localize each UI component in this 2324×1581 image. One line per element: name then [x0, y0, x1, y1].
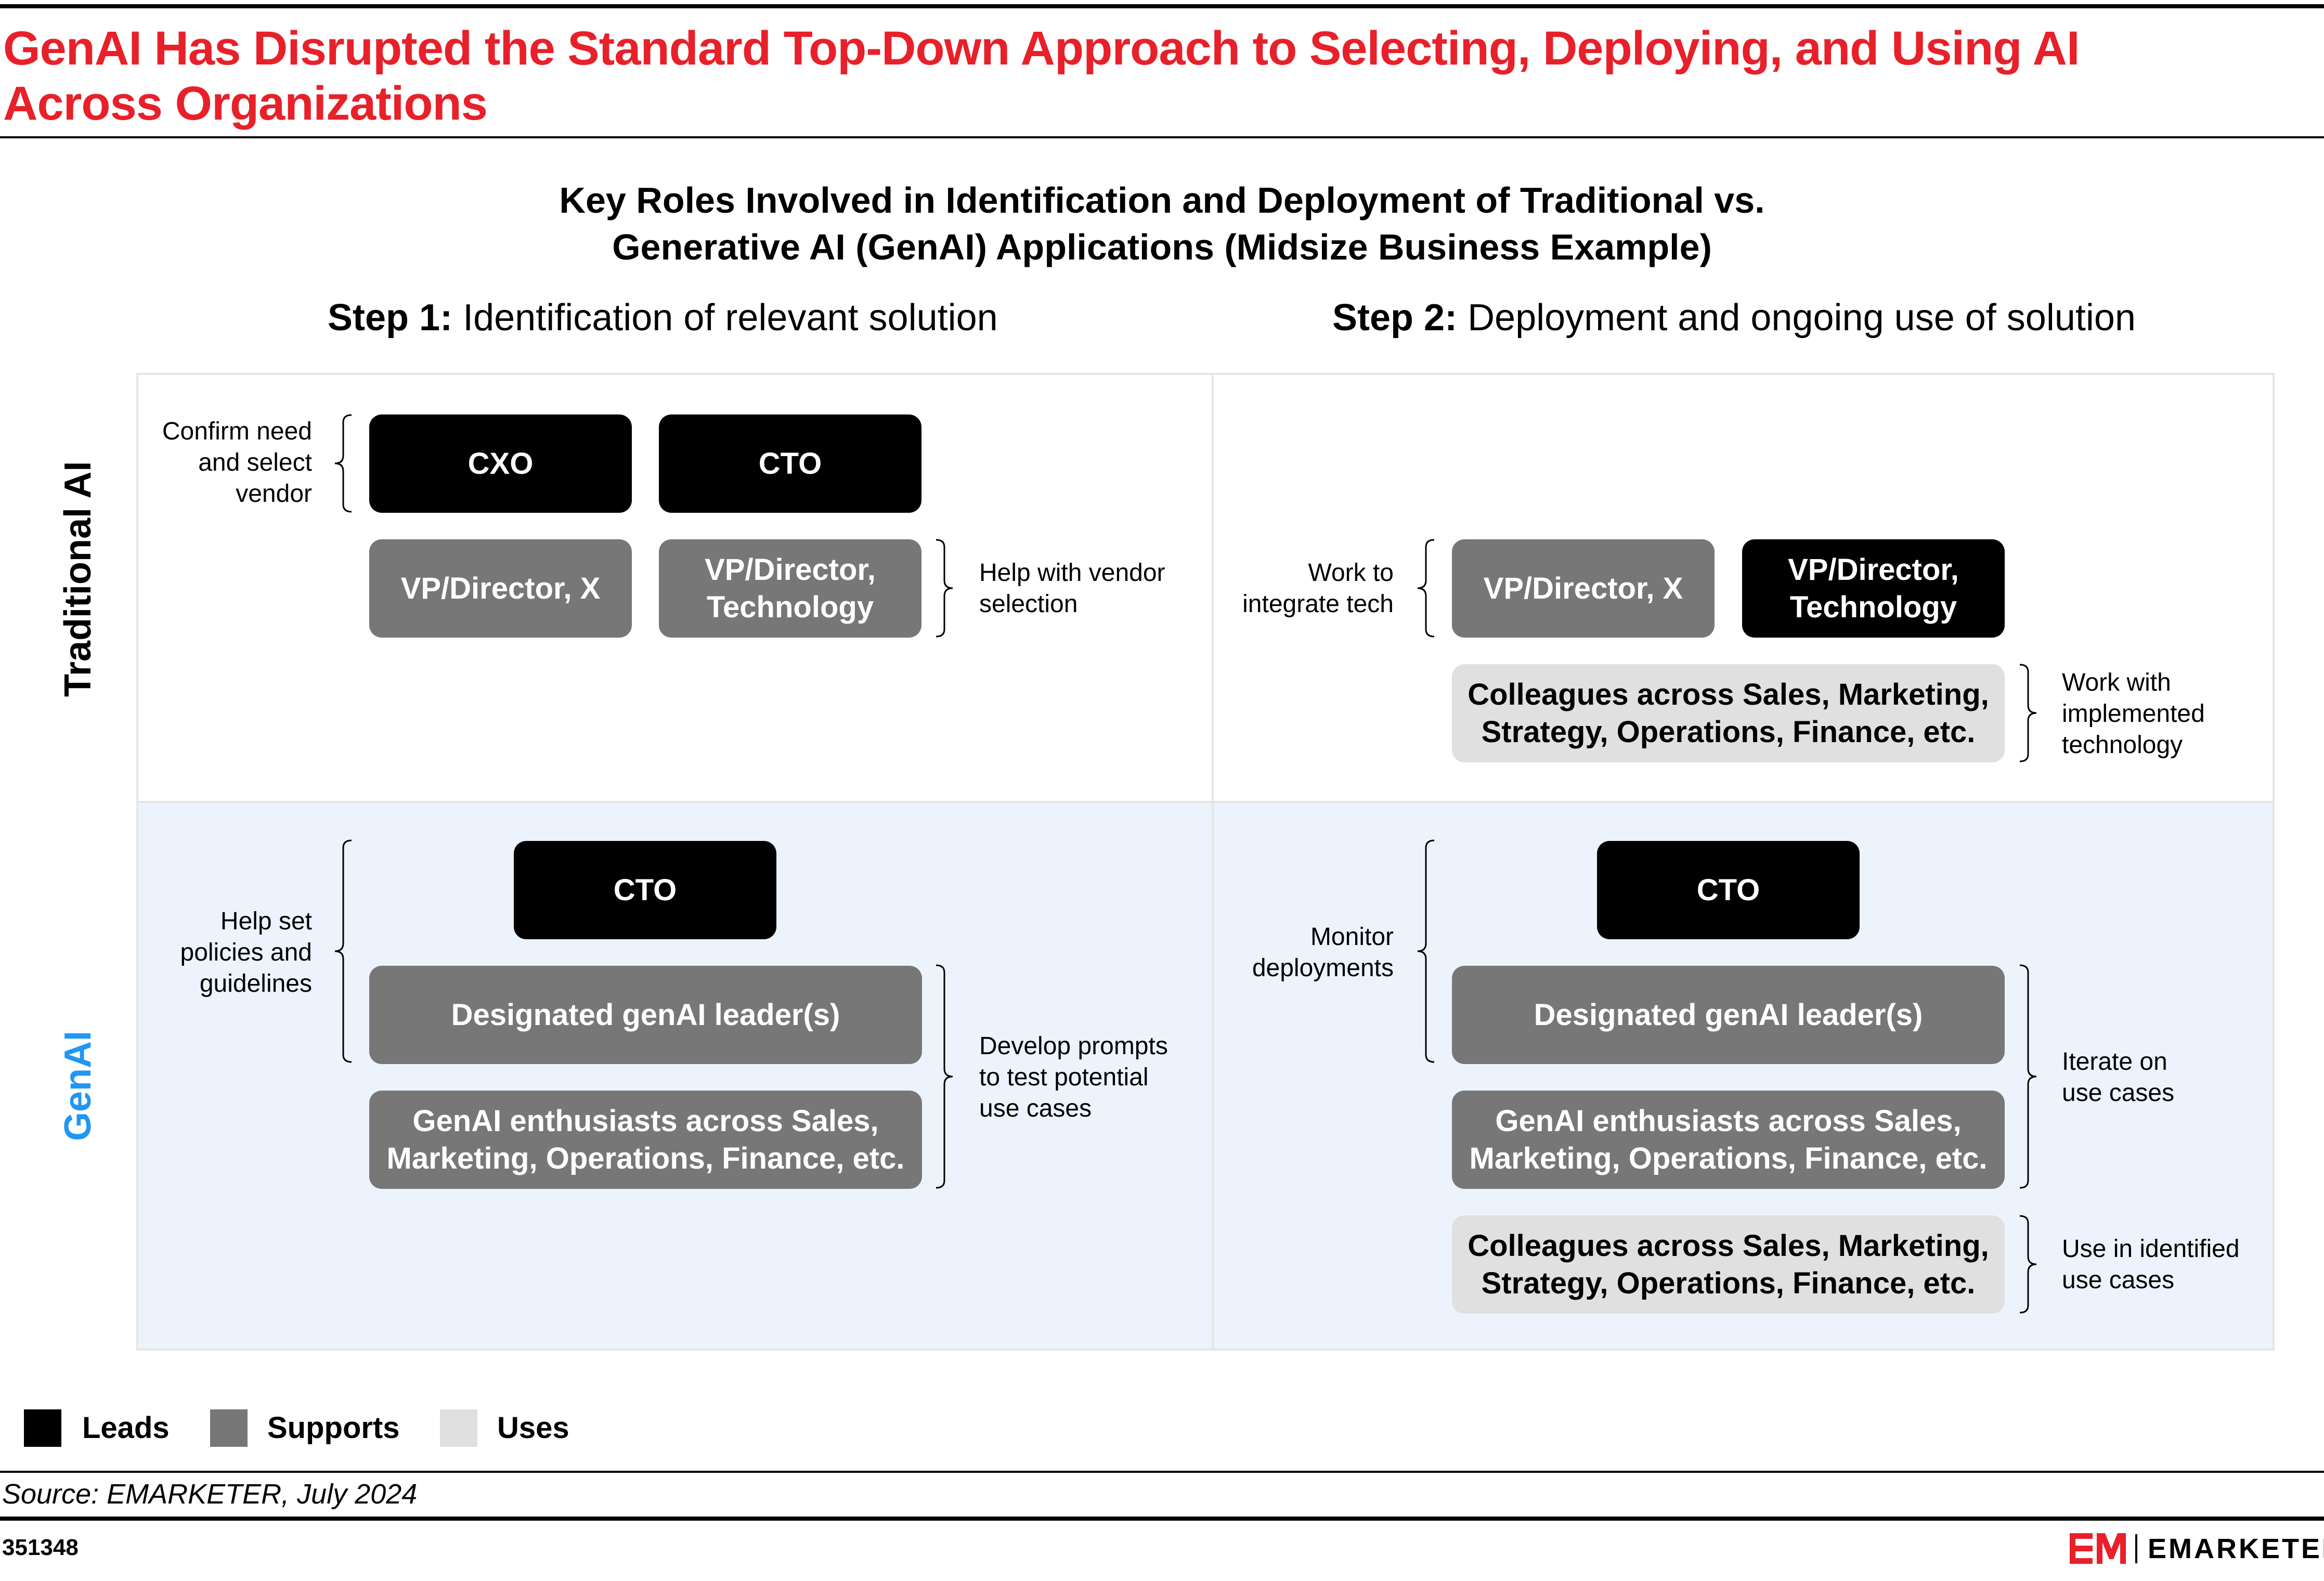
role-cxo: CXO: [369, 414, 632, 513]
legend-label-uses: Uses: [497, 1411, 569, 1445]
column-divider: [1212, 375, 1214, 1349]
box-line: Marketing, Operations, Finance, etc.: [386, 1141, 905, 1175]
subtitle-line-1: Key Roles Involved in Identification and…: [559, 180, 1765, 221]
right-brace-icon: [2019, 964, 2037, 1189]
note-line: selection: [979, 590, 1078, 618]
note-line: policies and: [180, 939, 313, 966]
role-genai-enthusiasts: GenAI enthusiasts across Sales, Marketin…: [1452, 1091, 2005, 1189]
box-line: GenAI enthusiasts across Sales,: [412, 1104, 879, 1138]
note-line: Help set: [220, 908, 312, 935]
step-2-prefix: Step 2:: [1332, 297, 1458, 339]
role-vp-director-x: VP/Director, X: [369, 539, 632, 638]
left-brace-icon: [334, 839, 352, 1063]
step-1-heading: Step 1: Identification of relevant solut…: [328, 294, 998, 341]
note-monitor: Monitor deployments: [1212, 922, 1394, 984]
note-line: implemented: [2062, 700, 2205, 728]
page-title: GenAI Has Disrupted the Standard Top-Dow…: [3, 22, 2080, 130]
step-2-text: Deployment and ongoing use of solution: [1468, 297, 2136, 339]
role-vp-director-technology: VP/Director, Technology: [659, 539, 921, 638]
note-help-vendor: Help with vendor selection: [979, 558, 1198, 620]
right-brace-icon: [936, 539, 953, 638]
left-brace-icon: [1417, 539, 1435, 638]
role-colleagues: Colleagues across Sales, Marketing, Stra…: [1452, 664, 2005, 762]
brand-name: EMARKETER: [2148, 1533, 2324, 1564]
role-genai-leader: Designated genAI leader(s): [369, 966, 922, 1064]
note-policies: Help set policies and guidelines: [130, 906, 313, 1000]
title-rule: [0, 136, 2324, 138]
note-line: use cases: [2062, 1266, 2175, 1294]
legend-label-leads: Leads: [82, 1411, 170, 1445]
role-genai-leader: Designated genAI leader(s): [1452, 966, 2005, 1064]
source-note: Source: EMARKETER, July 2024: [2, 1479, 418, 1510]
top-rule: [0, 4, 2324, 8]
right-brace-icon: [2019, 1215, 2037, 1314]
note-iterate: Iterate on use cases: [2062, 1046, 2260, 1109]
right-brace-icon: [936, 964, 953, 1189]
note-confirm-need: Confirm need and select vendor: [130, 416, 312, 510]
box-line: GenAI enthusiasts across Sales,: [1495, 1104, 1962, 1138]
note-line: Work with: [2062, 669, 2171, 696]
right-brace-icon: [2019, 664, 2037, 762]
note-line: Confirm need: [162, 418, 312, 445]
step-1-text: Identification of relevant solution: [463, 297, 998, 339]
row-label-traditional-ai: Traditional AI: [57, 461, 99, 697]
role-cto: CTO: [514, 841, 776, 939]
logo-divider: [2135, 1534, 2137, 1563]
source-rule: [0, 1471, 2324, 1473]
box-line: Colleagues across Sales, Marketing,: [1468, 1228, 1989, 1263]
legend-swatch-supports: [210, 1409, 248, 1447]
role-cto: CTO: [1597, 841, 1860, 939]
note-line: and select: [198, 449, 312, 476]
note-line: use cases: [2062, 1079, 2175, 1107]
box-line: VP/Director,: [705, 552, 876, 587]
step-2-heading: Step 2: Deployment and ongoing use of so…: [1332, 294, 2136, 341]
note-line: Iterate on: [2062, 1048, 2167, 1075]
role-vp-director-x: VP/Director, X: [1452, 539, 1715, 638]
note-line: deployments: [1252, 954, 1394, 982]
row-label-genai: GenAI: [57, 1030, 99, 1142]
emarketer-logo-icon: [2070, 1533, 2126, 1564]
role-colleagues: Colleagues across Sales, Marketing, Stra…: [1452, 1215, 2005, 1314]
note-work-with: Work with implemented technology: [2062, 667, 2260, 761]
box-line: Colleagues across Sales, Marketing,: [1468, 677, 1989, 711]
note-line: Help with vendor: [979, 559, 1165, 587]
note-line: Monitor: [1310, 923, 1394, 951]
box-line: Marketing, Operations, Finance, etc.: [1469, 1141, 1988, 1175]
note-line: integrate tech: [1242, 590, 1394, 618]
note-line: technology: [2062, 731, 2183, 759]
step-1-prefix: Step 1:: [328, 297, 453, 339]
note-line: Develop prompts: [979, 1032, 1168, 1060]
note-line: vendor: [236, 480, 312, 508]
note-develop-prompts: Develop prompts to test potential use ca…: [979, 1031, 1208, 1124]
note-line: use cases: [979, 1095, 1092, 1122]
role-vp-director-technology: VP/Director, Technology: [1742, 539, 2005, 638]
row-divider: [138, 801, 2273, 803]
left-brace-icon: [1417, 839, 1435, 1063]
note-line: Use in identified: [2062, 1235, 2240, 1263]
role-genai-enthusiasts: GenAI enthusiasts across Sales, Marketin…: [369, 1091, 922, 1189]
legend-swatch-leads: [24, 1409, 61, 1447]
note-line: Work to: [1308, 559, 1394, 587]
legend-label-supports: Supports: [267, 1411, 400, 1445]
subtitle-line-2: Generative AI (GenAI) Applications (Mids…: [612, 227, 1712, 267]
bottom-rule: [0, 1517, 2324, 1521]
box-line: VP/Director,: [1788, 552, 1959, 587]
chart-id: 351348: [2, 1535, 79, 1560]
role-matrix: [136, 373, 2275, 1351]
box-line: Strategy, Operations, Finance, etc.: [1481, 715, 1976, 749]
box-line: Technology: [706, 590, 874, 624]
note-line: to test potential: [979, 1064, 1149, 1091]
box-line: Technology: [1789, 590, 1957, 624]
left-brace-icon: [334, 414, 352, 513]
legend-swatch-uses: [440, 1409, 477, 1447]
box-line: Strategy, Operations, Finance, etc.: [1481, 1266, 1976, 1300]
note-line: guidelines: [199, 970, 312, 997]
note-use-identified: Use in identified use cases: [2062, 1234, 2280, 1296]
chart-subtitle: Key Roles Involved in Identification and…: [0, 177, 2324, 270]
note-integrate-tech: Work to integrate tech: [1212, 558, 1394, 620]
role-cto: CTO: [659, 414, 921, 513]
